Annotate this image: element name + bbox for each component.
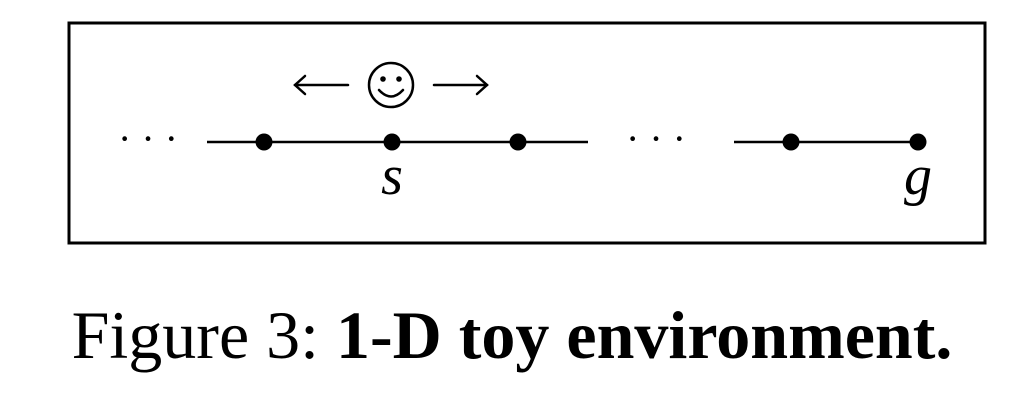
state-node: [782, 133, 800, 151]
left-ellipsis: · · ·: [118, 116, 178, 161]
goal-state-label: g: [904, 145, 932, 207]
state-node: [255, 133, 273, 151]
state-node-start: [383, 133, 401, 151]
figure-caption: Figure 3: 1-D toy environment.: [0, 296, 1024, 375]
smiley-face-icon: [367, 61, 415, 109]
state-node-goal: [909, 133, 927, 151]
environment-frame: [67, 21, 987, 245]
middle-ellipsis: · · ·: [626, 116, 686, 161]
start-state-label: s: [381, 145, 403, 207]
arrow-left-icon: [293, 74, 350, 96]
caption-title: 1-D toy environment.: [336, 297, 953, 373]
caption-prefix: Figure 3:: [71, 297, 337, 373]
toy-environment-diagram: · · · · · · s g: [67, 21, 987, 245]
arrow-right-icon: [432, 74, 489, 96]
state-node: [509, 133, 527, 151]
